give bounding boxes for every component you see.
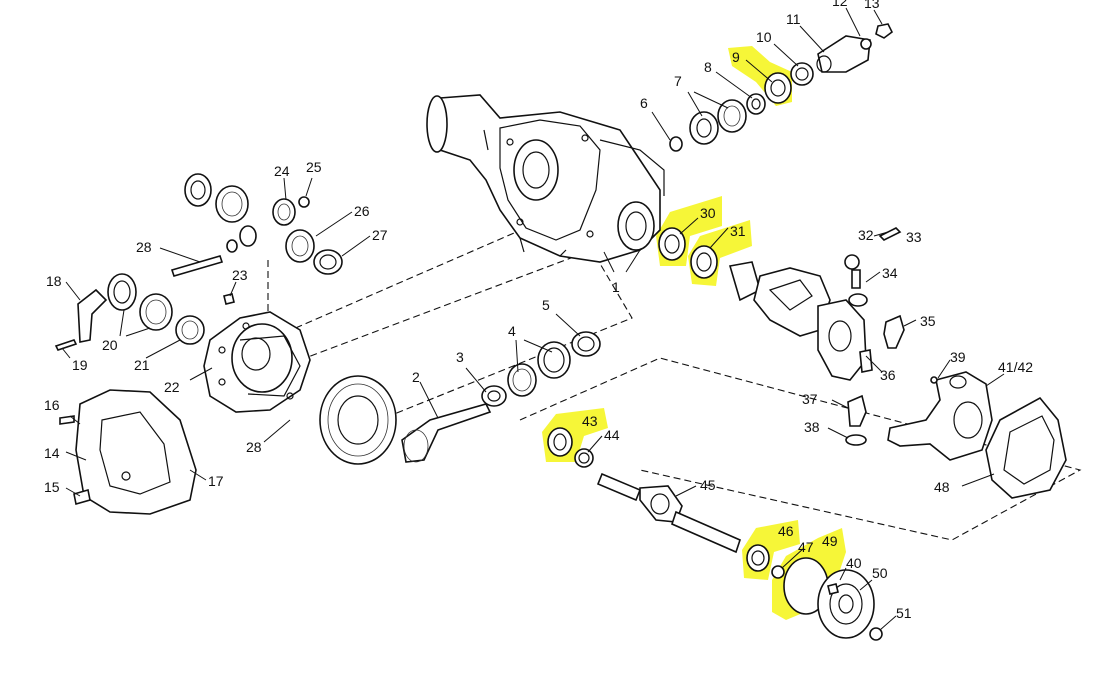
callout-19: 19 xyxy=(72,357,88,373)
callout-1: 1 xyxy=(612,279,620,295)
callout-7: 7 xyxy=(674,73,682,89)
callout-46: 46 xyxy=(778,523,794,539)
callout-35: 35 xyxy=(920,313,936,329)
differential-case xyxy=(203,311,311,413)
callout-28b: 28 xyxy=(246,439,262,455)
callout-25: 25 xyxy=(306,159,322,175)
callout-43: 43 xyxy=(582,413,598,429)
callout-45: 45 xyxy=(700,477,716,493)
diff-cover xyxy=(59,389,197,515)
hub-assembly xyxy=(783,557,883,641)
axle-shaft xyxy=(547,427,785,579)
ring-gear xyxy=(319,375,397,465)
steering-knuckle xyxy=(887,371,993,461)
dust-shield xyxy=(985,396,1067,499)
callout-50: 50 xyxy=(872,565,888,581)
callout-39: 39 xyxy=(950,349,966,365)
callout-28a: 28 xyxy=(136,239,152,255)
callout-18: 18 xyxy=(46,273,62,289)
callout-36: 36 xyxy=(880,367,896,383)
leader-lines xyxy=(61,7,1005,631)
callout-10: 10 xyxy=(756,29,772,45)
callout-2: 2 xyxy=(412,369,420,385)
callout-27: 27 xyxy=(372,227,388,243)
callout-17: 17 xyxy=(208,473,224,489)
callout-31: 31 xyxy=(730,223,746,239)
callout-51: 51 xyxy=(896,605,912,621)
callout-14: 14 xyxy=(44,445,60,461)
callout-15: 15 xyxy=(44,479,60,495)
callout-23: 23 xyxy=(232,267,248,283)
callout-47: 47 xyxy=(798,539,814,555)
callout-34: 34 xyxy=(882,265,898,281)
pinion-yoke-parts xyxy=(669,23,894,152)
callout-38: 38 xyxy=(804,419,820,435)
callout-41-42: 41/42 xyxy=(998,359,1033,375)
callout-24: 24 xyxy=(274,163,290,179)
callout-16: 16 xyxy=(44,397,60,413)
callout-13: 13 xyxy=(864,0,880,11)
callout-9: 9 xyxy=(732,49,740,65)
callout-32: 32 xyxy=(858,227,874,243)
callout-40: 40 xyxy=(846,555,862,571)
axle-housing xyxy=(426,94,665,263)
callout-11: 11 xyxy=(786,11,801,27)
callout-3: 3 xyxy=(456,349,464,365)
side-bearings xyxy=(54,273,235,351)
callout-6: 6 xyxy=(640,95,648,111)
callout-30: 30 xyxy=(700,205,716,221)
callout-20: 20 xyxy=(102,337,118,353)
callout-26: 26 xyxy=(354,203,370,219)
callout-49: 49 xyxy=(822,533,838,549)
callout-21: 21 xyxy=(134,357,150,373)
callout-5: 5 xyxy=(542,297,550,313)
callout-33: 33 xyxy=(906,229,922,245)
pinion-gear xyxy=(401,403,492,463)
callout-22: 22 xyxy=(164,379,180,395)
callout-12: 12 xyxy=(832,0,848,9)
callout-8: 8 xyxy=(704,59,712,75)
callout-37: 37 xyxy=(802,391,818,407)
spider-gears xyxy=(170,173,343,277)
pinion-bearings xyxy=(481,331,601,407)
callout-4: 4 xyxy=(508,323,516,339)
callout-48: 48 xyxy=(934,479,950,495)
callout-44: 44 xyxy=(604,427,620,443)
callout-labels: 1 2 3 4 5 6 7 8 9 10 11 12 13 14 15 16 1… xyxy=(44,0,1033,621)
axle-tube-knuckle xyxy=(658,227,905,446)
